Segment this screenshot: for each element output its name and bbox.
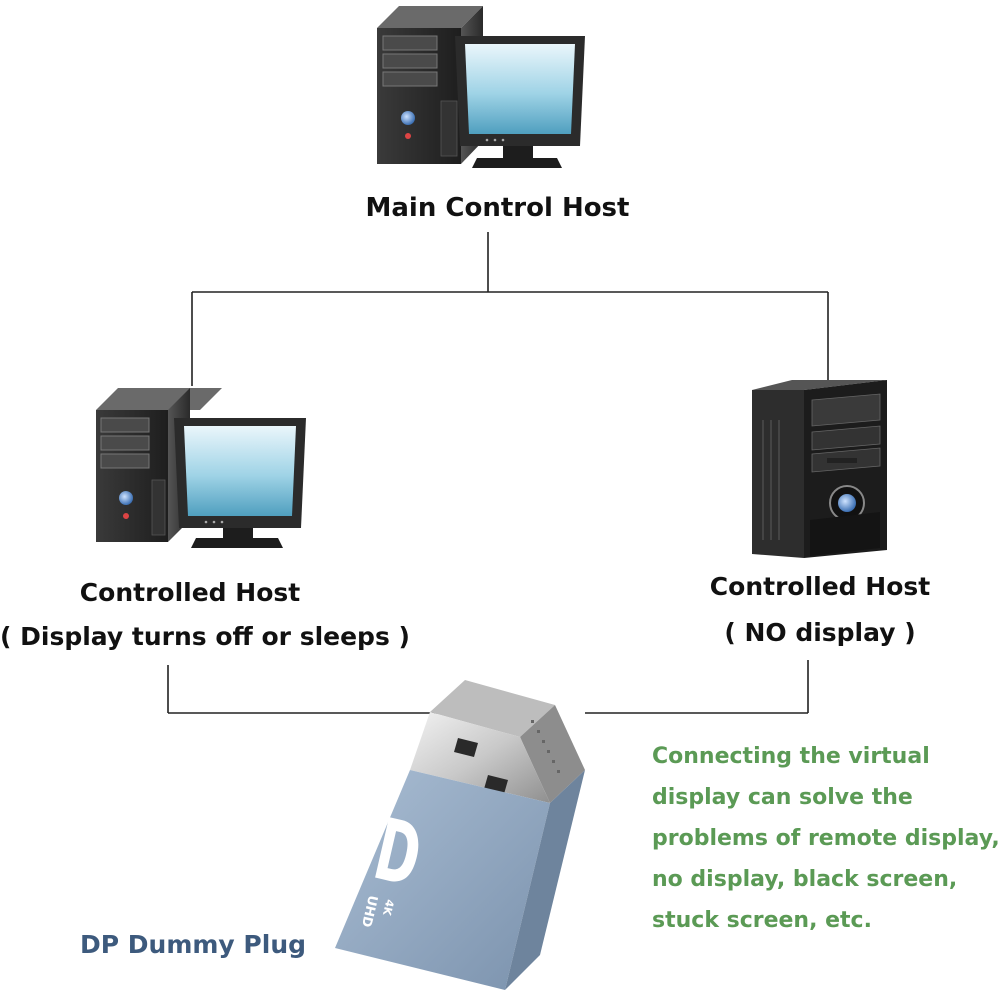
note-line: no display, black screen, [652, 867, 958, 892]
note-line: problems of remote display, [652, 826, 1000, 851]
desktop-computer-with-monitor-icon [377, 6, 585, 168]
displayport-dummy-plug-icon: UHD 4K [335, 680, 585, 990]
right-host-sublabel: ( NO display ) [724, 618, 916, 647]
plug-badge-4k: 4K [380, 898, 396, 917]
desktop-computer-with-monitor-icon [96, 388, 306, 548]
computer-tower-icon [752, 380, 887, 558]
plug-badge-uhd: UHD [358, 894, 380, 929]
right-host-label: Controlled Host [709, 572, 931, 601]
main-host-label: Main Control Host [365, 193, 630, 223]
note-line: Connecting the virtual [652, 744, 930, 769]
left-host-sublabel: ( Display turns off or sleeps ) [0, 622, 410, 651]
left-host-label: Controlled Host [79, 578, 301, 607]
connection-lines [167, 232, 829, 714]
note-line: stuck screen, etc. [652, 908, 872, 933]
dp-logo: UHD 4K [358, 817, 419, 929]
note-line: display can solve the [652, 785, 913, 810]
description-note: Connecting the virtual display can solve… [652, 736, 1000, 941]
plug-name-label: DP Dummy Plug [80, 930, 307, 959]
